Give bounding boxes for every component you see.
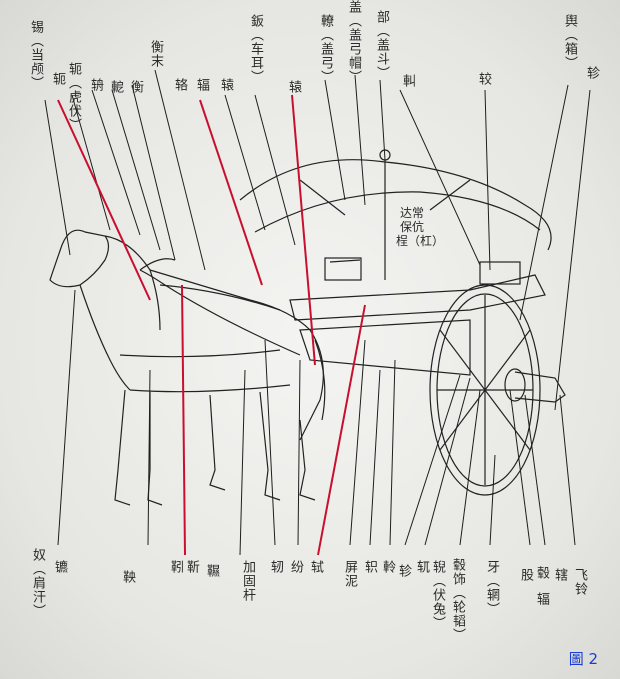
label-ji2: 辂 — [172, 78, 187, 92]
yoke — [139, 258, 176, 271]
red-leader-lines — [57, 94, 366, 556]
horse-leg-front-l — [114, 389, 131, 506]
label-yu: 舆（箱） — [562, 14, 577, 70]
label-zhen: 轸 — [584, 66, 599, 80]
label-zhuang: 軶 — [108, 80, 123, 94]
horse-leg-mid — [209, 394, 226, 491]
label-fei-ling: 飞铃 — [572, 568, 587, 596]
label-gu: 股 — [518, 568, 533, 582]
label-gu-shi: 毂饰（轮韬） — [450, 558, 465, 642]
horse-belly — [129, 384, 291, 393]
label-ling: 軨 — [380, 560, 395, 574]
label-gai-gong: 轑（盖弓） — [318, 14, 333, 84]
label-ji: 轭（虎伏） — [66, 62, 81, 132]
label-mu2: 𫐐（伏兔） — [430, 560, 445, 630]
horse-back — [149, 269, 311, 331]
label-jiao-b: 奴（肩汗） — [30, 548, 45, 618]
label-gu2: 毂 — [534, 566, 549, 580]
label-xi: 锡（当颅） — [28, 20, 43, 90]
canopy-lower — [254, 191, 541, 233]
label-jiao: 较 — [476, 72, 491, 86]
horse-tail — [314, 339, 326, 421]
hub — [504, 368, 526, 402]
figure-number: 圖 2 — [568, 650, 598, 668]
label-zhou: 辀 — [88, 78, 103, 92]
label-zhu: 轵 — [362, 560, 377, 574]
leader-lines — [44, 69, 591, 556]
label-shi: 轼 — [308, 560, 323, 574]
label-fu: 辐 — [194, 78, 209, 92]
label-mu-b: 辕 — [286, 80, 301, 94]
label-fang-ni: 屏泥 — [342, 560, 357, 588]
label-jian2: 𫐄 — [414, 560, 429, 574]
wheel-rim — [429, 284, 541, 496]
label-bao-zhe: 保伉 — [400, 220, 425, 234]
label-ke: 衡末 — [148, 40, 163, 68]
label-qi: 䡂 — [400, 74, 415, 88]
label-fu2: 辐 — [534, 592, 549, 606]
label-zhen2: 轸 — [396, 564, 411, 578]
label-e: 轭 — [50, 72, 65, 86]
label-mu: 辕 — [218, 78, 233, 92]
horse-neck — [104, 235, 161, 331]
label-xie: 韅 — [204, 564, 219, 578]
label-gan: 桯（杠） — [396, 234, 445, 248]
canopy-rib — [429, 179, 471, 211]
seat-block — [324, 257, 362, 281]
horse-rump — [299, 329, 324, 441]
horse-leg-rear-r — [299, 419, 316, 501]
label-da-ke: 达常 — [400, 206, 425, 220]
label-gai-gong-mao: 盖（盖弓帽） — [346, 0, 361, 84]
label-fen: 纷 — [288, 560, 303, 574]
label-jian: 靳 — [184, 560, 199, 574]
horse-leg-front-r — [147, 392, 163, 506]
label-jia-gu-gan: 加固杆 — [240, 560, 255, 602]
horse-chest — [79, 284, 131, 391]
label-lian: 镳 — [52, 560, 67, 574]
axle-end — [514, 371, 566, 403]
label-yang: 鞅 — [120, 570, 135, 584]
label-heng: 衡 — [128, 80, 143, 94]
label-bu: 部（盖斗） — [374, 10, 389, 80]
chariot-box-floor — [299, 319, 471, 376]
harness — [159, 284, 281, 311]
chariot-box-rail — [289, 274, 546, 321]
canopy-rib — [299, 179, 346, 216]
box-seat — [329, 259, 361, 263]
label-ban: 鈑（车耳） — [248, 14, 263, 84]
rear-block — [479, 261, 521, 285]
harness-2 — [119, 349, 281, 358]
horse-head — [49, 229, 110, 288]
shaft-pole — [139, 269, 301, 356]
label-jin: 靷 — [168, 560, 183, 574]
label-ya: 牙（辋） — [484, 560, 499, 616]
label-xia: 辖 — [552, 568, 567, 582]
label-lie: 轫 — [268, 560, 283, 574]
